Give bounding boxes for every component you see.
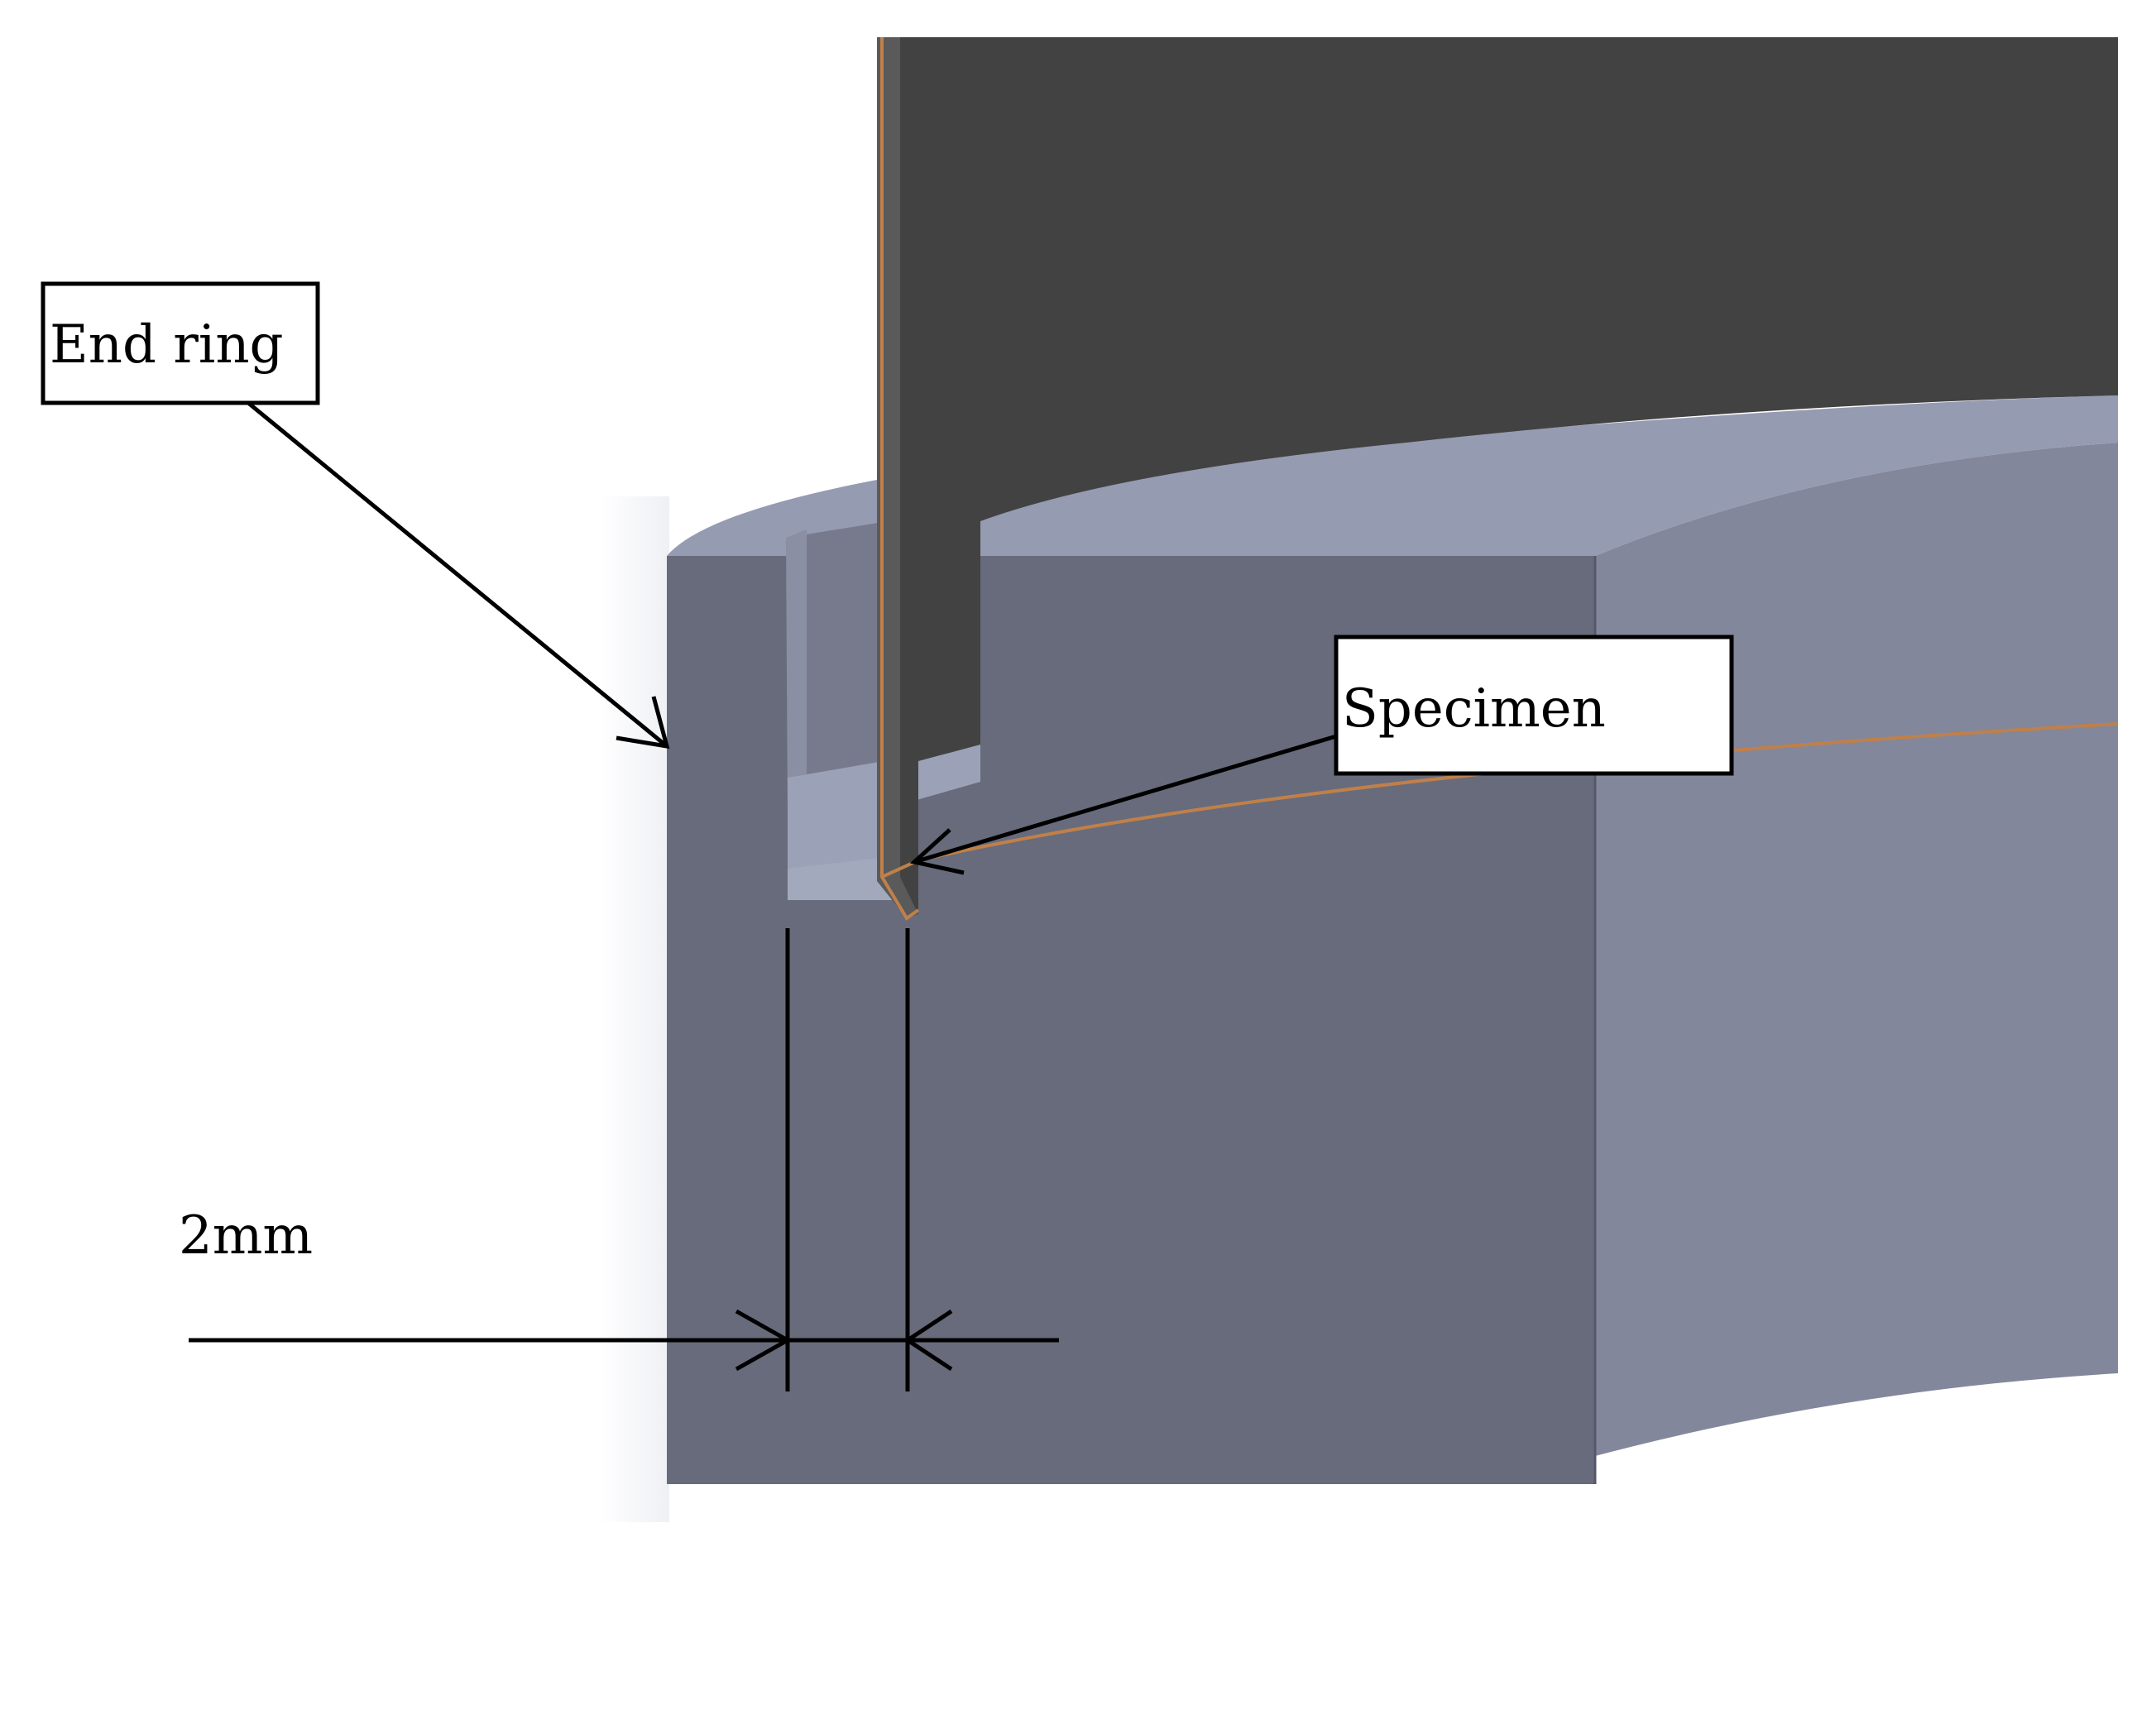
render-background bbox=[599, 496, 669, 1522]
end-ring-label: End ring bbox=[50, 314, 284, 376]
dimension-arrowhead-right bbox=[903, 1309, 953, 1372]
specimen-orange-edge bbox=[880, 37, 2119, 921]
specimen-leader-line bbox=[913, 734, 1337, 864]
dimension-label: 2mm bbox=[179, 1205, 313, 1267]
specimen-thin-edge bbox=[877, 37, 918, 918]
end-ring-label-box bbox=[41, 281, 320, 405]
groove-inner-wall bbox=[786, 529, 807, 815]
specimen-arrowhead bbox=[909, 828, 965, 875]
ring-right-face bbox=[1595, 443, 2118, 1456]
specimen-wall bbox=[877, 37, 2118, 914]
specimen-label: Specimen bbox=[1342, 678, 1606, 740]
end-ring-leader-line bbox=[247, 401, 668, 748]
specimen-label-box bbox=[1334, 635, 1734, 776]
end-ring-arrowhead bbox=[616, 696, 670, 750]
groove-floor bbox=[788, 856, 894, 900]
ring-top-surface-right bbox=[980, 395, 2118, 556]
